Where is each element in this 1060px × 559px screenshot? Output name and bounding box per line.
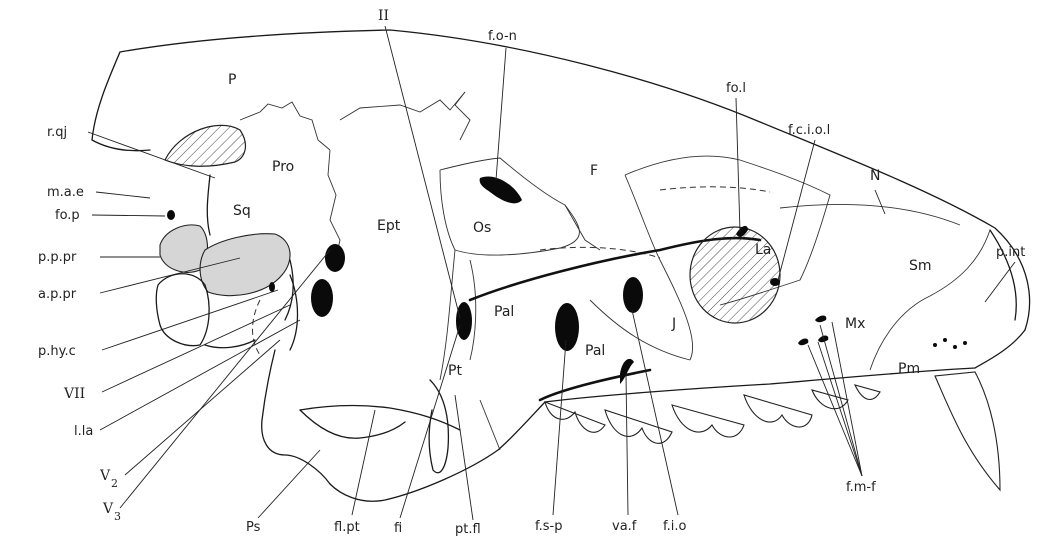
label-lacrimal: La [755, 242, 771, 258]
label-palatine-lower: Pal [585, 343, 605, 359]
label-fl-pt: fl.pt [334, 520, 360, 535]
dentition [545, 372, 1000, 490]
label-a-p-pr: a.p.pr [38, 287, 77, 302]
label-f-c-i-o-l: f.c.i.o.l [788, 123, 830, 138]
label-V3: V 3 [102, 501, 121, 523]
label-r-qj: r.qj [47, 125, 67, 140]
label-jugal: J [671, 316, 676, 332]
label-pt-fl: pt.fl [455, 522, 481, 537]
label-epipterygoid: Ept [377, 218, 401, 234]
label-va-f: va.f [612, 519, 637, 534]
label-V2: V 2 [99, 468, 118, 490]
svg-text:V: V [99, 468, 111, 484]
label-f-o-n: f.o-n [488, 29, 517, 44]
label-premaxilla: Pm [898, 361, 920, 377]
sutures [240, 92, 990, 450]
label-f-m-f: f.m-f [846, 480, 876, 495]
svg-text:2: 2 [111, 477, 118, 490]
label-palatine-upper: Pal [494, 304, 514, 320]
label-Ps: Ps [246, 520, 261, 535]
label-p-int: p.int [996, 245, 1025, 260]
label-parietal: P [228, 72, 236, 88]
label-l-la: l.la [74, 424, 93, 439]
label-II: II [378, 8, 389, 24]
bone-labels: P Pro Sq Ept Os F Pal Pal Pt J La Mx Sm … [228, 72, 932, 379]
svg-text:V: V [102, 501, 114, 517]
label-prootic: Pro [272, 159, 294, 175]
label-f-s-p: f.s-p [535, 519, 562, 534]
label-frontal: F [590, 163, 598, 179]
label-fi: fi [394, 521, 402, 536]
label-squamosal: Sq [233, 203, 251, 219]
svg-text:3: 3 [114, 510, 121, 523]
label-orbitosphenoid: Os [473, 220, 491, 236]
label-p-hy-c: p.hy.c [38, 344, 76, 359]
label-VII: VII [63, 386, 85, 402]
label-f-i-o: f.i.o [663, 519, 687, 534]
label-p-p-pr: p.p.pr [38, 250, 77, 265]
label-m-a-e: m.a.e [47, 185, 84, 200]
quadratojugal-recess [165, 125, 245, 166]
label-fo-l: fo.l [726, 81, 746, 96]
label-nasal: N [870, 168, 880, 184]
label-pterygoid: Pt [448, 363, 462, 379]
label-fo-p: fo.p [55, 208, 80, 223]
label-maxilla: Mx [845, 316, 865, 332]
label-septomaxilla: Sm [909, 258, 932, 274]
